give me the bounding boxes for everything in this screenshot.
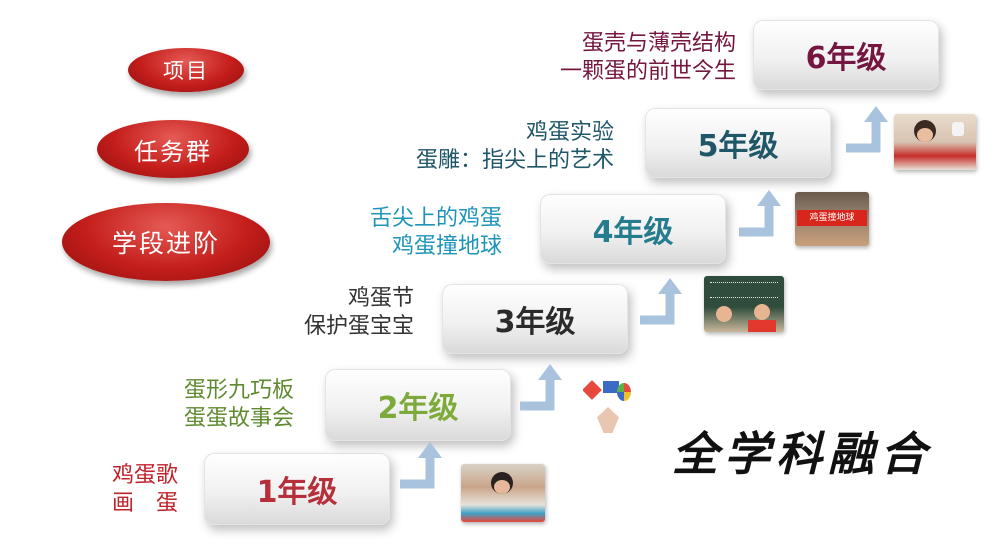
grade-1-photo (461, 464, 545, 522)
grade-1-step: 1年级 (204, 453, 390, 525)
grade-5-task-1: 鸡蛋实验 (525, 120, 614, 145)
grade-2-photo (583, 377, 635, 437)
fusion-title: 全学科融合 (672, 427, 932, 481)
grade-4-task-2: 鸡蛋撞地球 (391, 234, 502, 259)
legend-task-group-label: 任务群 (134, 137, 212, 166)
grade-6-step: 6年级 (753, 20, 939, 90)
egg-cup-icon (952, 122, 964, 136)
legend-project-label: 项目 (163, 59, 209, 83)
legend-stage: 学段进阶 (62, 203, 270, 281)
legend-project: 项目 (128, 48, 244, 92)
child-right-icon (754, 304, 770, 320)
tangram-blue-icon (603, 381, 619, 393)
grade-1-task-1: 鸡蛋歌 (111, 463, 178, 488)
shirt-icon (748, 320, 776, 332)
banner-text: 鸡蛋撞地球 (809, 213, 855, 223)
grade-5-tasks: 鸡蛋实验 蛋雕：指尖上的艺术 (416, 119, 614, 175)
banner-icon: 鸡蛋撞地球 (797, 210, 867, 226)
grade-4-photo: 鸡蛋撞地球 (795, 192, 869, 246)
grade-3-task-1: 鸡蛋节 (347, 286, 414, 311)
grade-3-label: 3年级 (494, 305, 576, 340)
grade-5-label: 5年级 (697, 129, 779, 164)
child-face-icon (917, 128, 933, 142)
grade-3-step: 3年级 (442, 284, 628, 354)
grade-3-task-2: 保护蛋宝宝 (303, 314, 414, 339)
grade-4-label: 4年级 (592, 215, 674, 250)
grade-3-photo (704, 276, 784, 332)
grade-2-label: 2年级 (377, 391, 459, 426)
grade-2-step: 2年级 (325, 369, 511, 441)
grade-5-task-2: 蛋雕：指尖上的艺术 (415, 148, 614, 173)
grade-2-task-2: 蛋蛋故事会 (183, 406, 294, 431)
grade-1-label: 1年级 (256, 475, 338, 510)
grade-4-tasks: 舌尖上的鸡蛋 鸡蛋撞地球 (370, 205, 502, 261)
grade-1-task-2: 画 蛋 (111, 491, 178, 516)
legend-stage-label: 学段进阶 (111, 229, 220, 258)
arrow-5-icon (846, 106, 888, 153)
legend-task-group: 任务群 (97, 120, 249, 178)
grade-4-step: 4年级 (540, 194, 726, 264)
arrow-4-icon (739, 190, 781, 237)
blackboard-writing-icon (710, 282, 778, 298)
grade-5-step: 5年级 (645, 108, 831, 178)
arrow-3-icon (640, 278, 682, 325)
child-face-icon (494, 480, 510, 494)
tangram-red-icon (583, 380, 602, 400)
arrow-2-icon (520, 364, 562, 411)
grade-5-photo (894, 114, 976, 170)
tangram-egg-icon (617, 383, 631, 401)
child-left-icon (716, 306, 732, 322)
grade-2-tasks: 蛋形九巧板 蛋蛋故事会 (184, 377, 294, 433)
arrow-1-icon (400, 442, 442, 489)
grade-6-label: 6年级 (805, 41, 887, 76)
grade-1-tasks: 鸡蛋歌 画 蛋 (112, 462, 178, 518)
grade-6-tasks: 蛋壳与薄壳结构 一颗蛋的前世今生 (560, 30, 736, 86)
grade-6-task-2: 一颗蛋的前世今生 (559, 59, 736, 84)
grade-6-task-1: 蛋壳与薄壳结构 (581, 31, 736, 56)
tangram-figure-icon (597, 407, 619, 433)
grade-4-task-1: 舌尖上的鸡蛋 (369, 206, 502, 231)
grade-3-tasks: 鸡蛋节 保护蛋宝宝 (304, 285, 414, 341)
grade-2-task-1: 蛋形九巧板 (183, 378, 294, 403)
